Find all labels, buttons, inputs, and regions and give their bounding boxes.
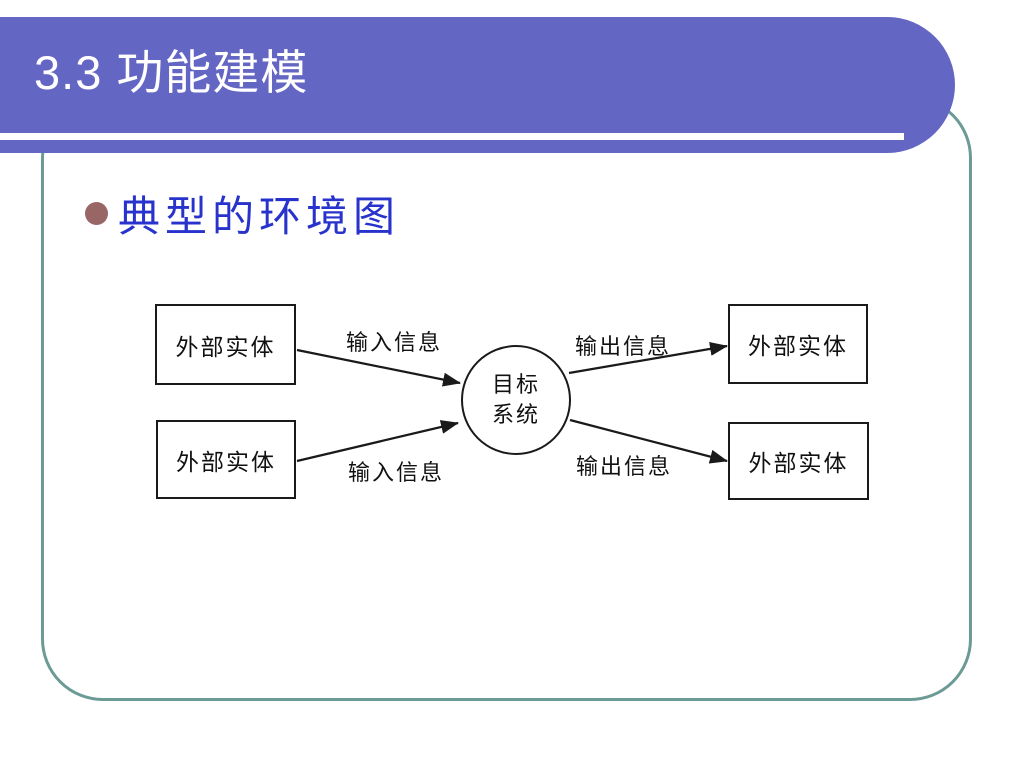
entity-box-bottom-left: 外部实体 (156, 420, 296, 499)
entity-label: 外部实体 (748, 451, 849, 476)
bullet-dot-icon (85, 202, 108, 225)
banner-stripe (0, 133, 904, 140)
entity-label: 外部实体 (175, 334, 276, 360)
process-circle: 目标 系统 (461, 345, 571, 455)
flow-label-output-bottom: 输出信息 (575, 454, 673, 479)
process-label-line1: 目标 (491, 372, 540, 398)
entity-box-top-left: 外部实体 (155, 304, 296, 385)
bullet-text: 典型的环境图 (118, 195, 401, 241)
flow-label-input-top: 输入信息 (345, 330, 443, 355)
flow-label-output-top: 输出信息 (574, 334, 672, 359)
entity-box-bottom-right: 外部实体 (728, 422, 869, 500)
slide-title: 3.3 功能建模 (34, 46, 309, 99)
entity-label: 外部实体 (176, 449, 276, 475)
entity-box-top-right: 外部实体 (728, 304, 868, 384)
flow-label-input-bottom: 输入信息 (347, 460, 445, 485)
process-label-line2: 系统 (491, 402, 540, 427)
entity-label: 外部实体 (748, 334, 848, 359)
title-banner (0, 17, 955, 153)
